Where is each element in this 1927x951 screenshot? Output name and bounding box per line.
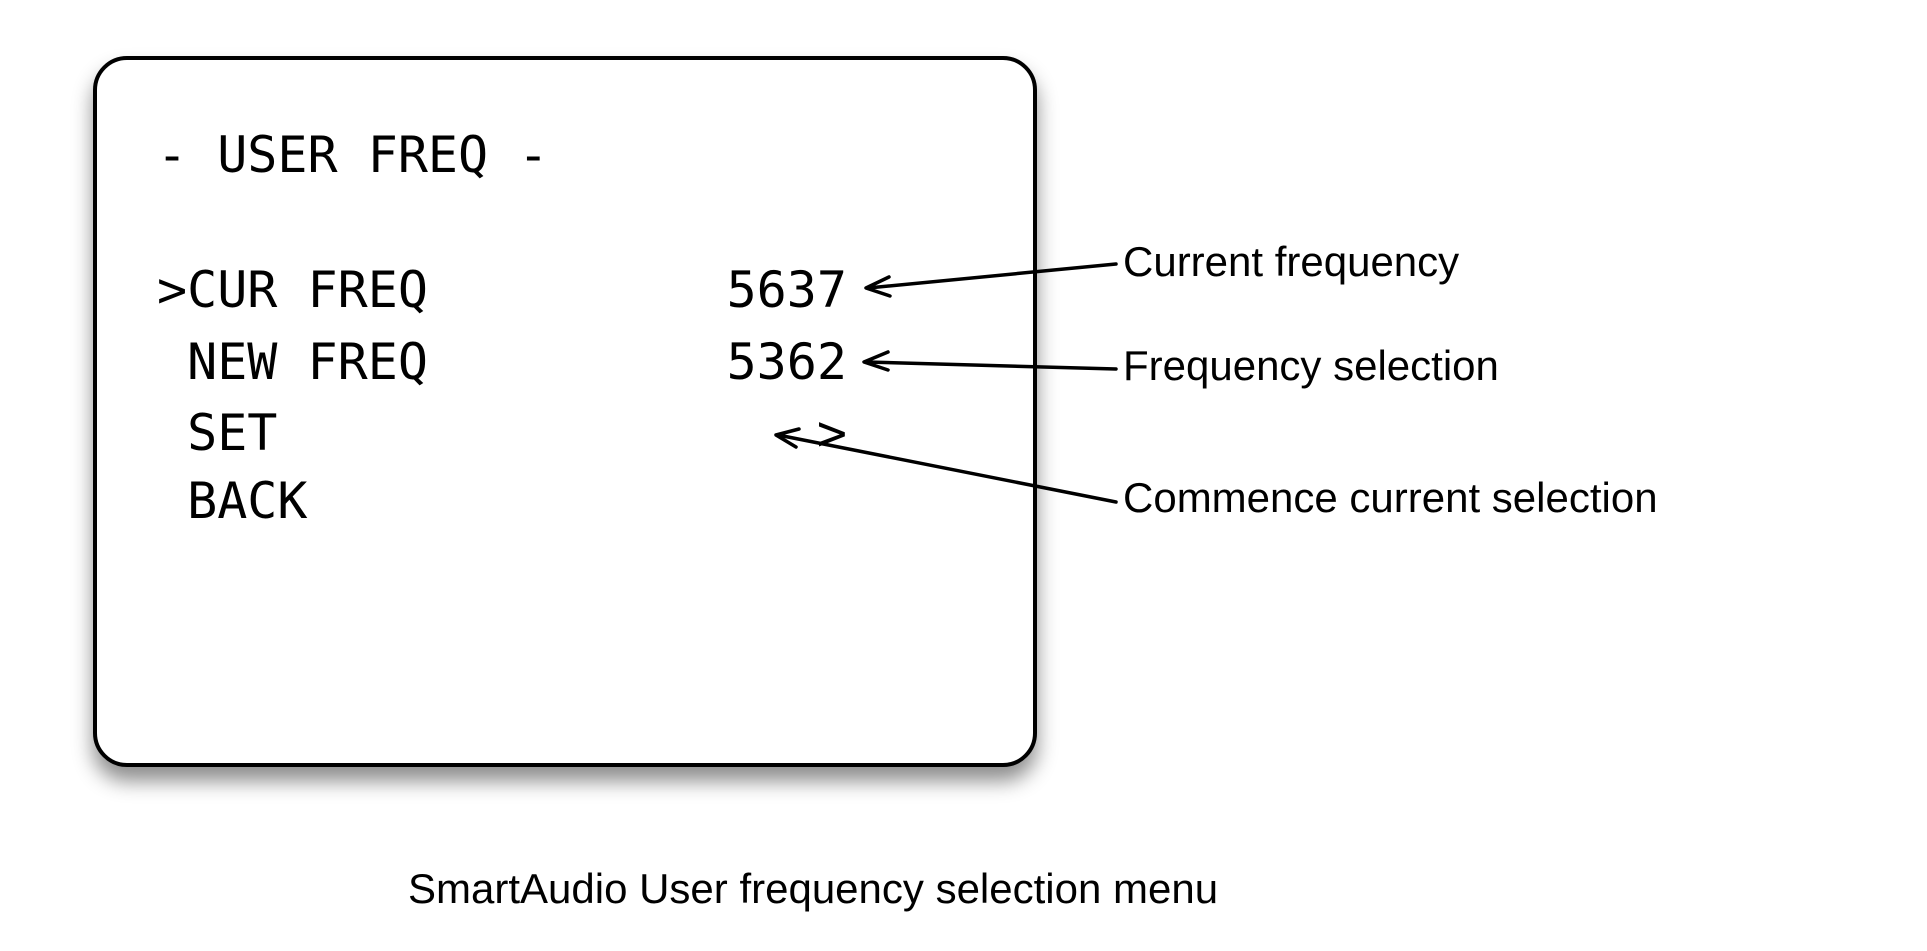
callout-commence-selection: Commence current selection — [1123, 474, 1658, 521]
callout-frequency-selection: Frequency selection — [1123, 342, 1499, 389]
new-freq-value[interactable]: 5362 — [726, 333, 847, 391]
figure-caption: SmartAudio User frequency selection menu — [408, 865, 1219, 912]
set-arrow-indicator[interactable]: > — [816, 404, 847, 462]
menu-item-new-freq[interactable]: NEW FREQ — [157, 333, 428, 391]
menu-item-cur-freq[interactable]: >CUR FREQ — [157, 261, 428, 319]
osd-menu-panel: - USER FREQ - >CUR FREQ 5637 NEW FREQ 53… — [93, 56, 1037, 767]
cur-freq-value: 5637 — [726, 261, 847, 319]
menu-item-set[interactable]: SET — [157, 404, 278, 462]
menu-item-back[interactable]: BACK — [157, 472, 308, 530]
menu-title: - USER FREQ - — [157, 126, 549, 184]
callout-current-frequency: Current frequency — [1123, 238, 1460, 285]
